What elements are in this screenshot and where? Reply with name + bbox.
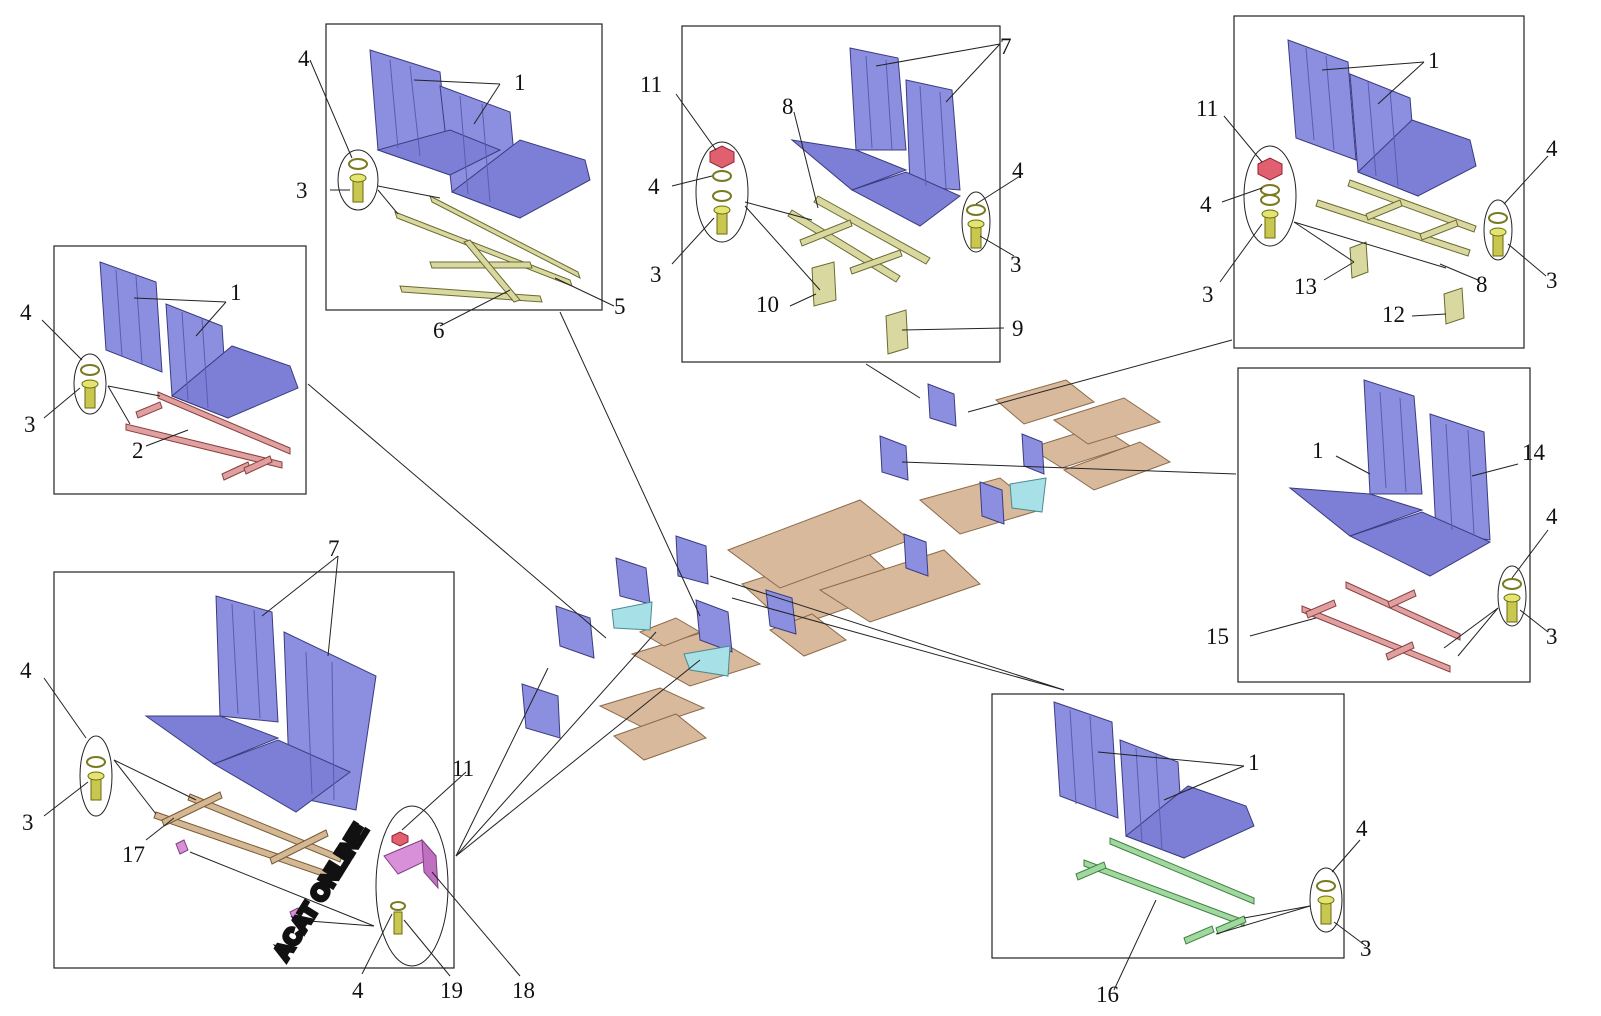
panel-seat-assembly-14-15: 1 14 4 3 15 bbox=[1206, 367, 1558, 683]
callout-3: 3 bbox=[296, 178, 308, 203]
seat-pair bbox=[1288, 379, 1492, 577]
callout-6: 6 bbox=[433, 318, 445, 343]
bus-floor-layout bbox=[521, 379, 1172, 761]
callout-4: 4 bbox=[1546, 136, 1558, 161]
callout-16: 16 bbox=[1096, 982, 1119, 1007]
nut-icon bbox=[391, 831, 409, 847]
panel-seat-assembly-2: 4 3 1 2 bbox=[20, 245, 307, 495]
callout-8: 8 bbox=[1476, 272, 1488, 297]
callout-3: 3 bbox=[650, 262, 662, 287]
callout-10: 10 bbox=[756, 292, 779, 317]
seat-frame bbox=[153, 791, 343, 879]
seat-frame bbox=[787, 195, 931, 355]
callout-4: 4 bbox=[1546, 504, 1558, 529]
seat-frame bbox=[125, 391, 291, 481]
callout-3: 3 bbox=[1546, 624, 1558, 649]
callout-4: 4 bbox=[352, 978, 364, 1003]
callout-4: 4 bbox=[20, 300, 32, 325]
callout-17: 17 bbox=[122, 842, 145, 867]
callout-11: 11 bbox=[1196, 96, 1218, 121]
callout-12: 12 bbox=[1382, 302, 1405, 327]
seat-pair bbox=[1053, 701, 1255, 859]
seat-pair bbox=[144, 595, 377, 813]
callout-9: 9 bbox=[1012, 316, 1024, 341]
nut-icon bbox=[709, 145, 735, 169]
callout-4: 4 bbox=[298, 46, 310, 71]
seat-frame bbox=[1075, 837, 1255, 945]
callout-14: 14 bbox=[1522, 440, 1546, 465]
callout-3: 3 bbox=[24, 412, 36, 437]
callout-7: 7 bbox=[328, 536, 340, 561]
callout-4: 4 bbox=[1012, 158, 1024, 183]
callout-3: 3 bbox=[1360, 936, 1372, 961]
mounting-bracket bbox=[383, 838, 439, 890]
callout-11: 11 bbox=[640, 72, 662, 97]
seat-pair bbox=[790, 47, 961, 227]
watermark: ACAT ONLINE bbox=[266, 817, 374, 967]
callout-1: 1 bbox=[1248, 750, 1260, 775]
callout-13: 13 bbox=[1294, 274, 1317, 299]
seat-frame bbox=[1301, 581, 1461, 673]
panel-seat-assembly-8-9-10: 11 4 3 8 7 4 3 10 9 bbox=[640, 25, 1024, 363]
callout-3: 3 bbox=[1010, 252, 1022, 277]
nut-icon bbox=[1257, 157, 1283, 181]
panel-seat-assembly-5-6: 4 3 1 5 6 bbox=[296, 23, 626, 343]
seat-frame bbox=[394, 194, 581, 303]
callout-4: 4 bbox=[20, 658, 32, 683]
panel-seat-assembly-12-13: 11 4 3 1 4 3 13 8 12 bbox=[1196, 15, 1558, 349]
callout-3: 3 bbox=[22, 810, 34, 835]
callout-4: 4 bbox=[648, 174, 660, 199]
panel-seat-assembly-16: 1 4 3 16 bbox=[991, 693, 1372, 1007]
callout-4: 4 bbox=[1356, 816, 1368, 841]
seat-pair bbox=[99, 261, 299, 419]
callout-3: 3 bbox=[1202, 282, 1214, 307]
callout-7: 7 bbox=[1000, 34, 1012, 59]
leader-lines bbox=[307, 311, 1237, 857]
callout-8: 8 bbox=[782, 94, 794, 119]
callout-3: 3 bbox=[1546, 268, 1558, 293]
callout-1: 1 bbox=[1312, 438, 1324, 463]
callout-18: 18 bbox=[512, 978, 535, 1003]
panel-seat-assembly-17-18-19: 7 4 3 17 11 4 19 18 bbox=[20, 536, 535, 1003]
callout-1: 1 bbox=[230, 280, 242, 305]
callout-1: 1 bbox=[1428, 48, 1440, 73]
callout-19: 19 bbox=[440, 978, 463, 1003]
callout-11: 11 bbox=[452, 756, 474, 781]
seat-frame bbox=[1315, 179, 1477, 325]
callout-2: 2 bbox=[132, 438, 144, 463]
callout-1: 1 bbox=[514, 70, 526, 95]
callout-5: 5 bbox=[614, 294, 626, 319]
callout-4: 4 bbox=[1200, 192, 1212, 217]
seat-pair bbox=[369, 49, 591, 219]
seat-pair bbox=[1287, 39, 1477, 197]
svg-text:ACAT ONLINE: ACAT ONLINE bbox=[268, 819, 372, 965]
callout-15: 15 bbox=[1206, 624, 1229, 649]
